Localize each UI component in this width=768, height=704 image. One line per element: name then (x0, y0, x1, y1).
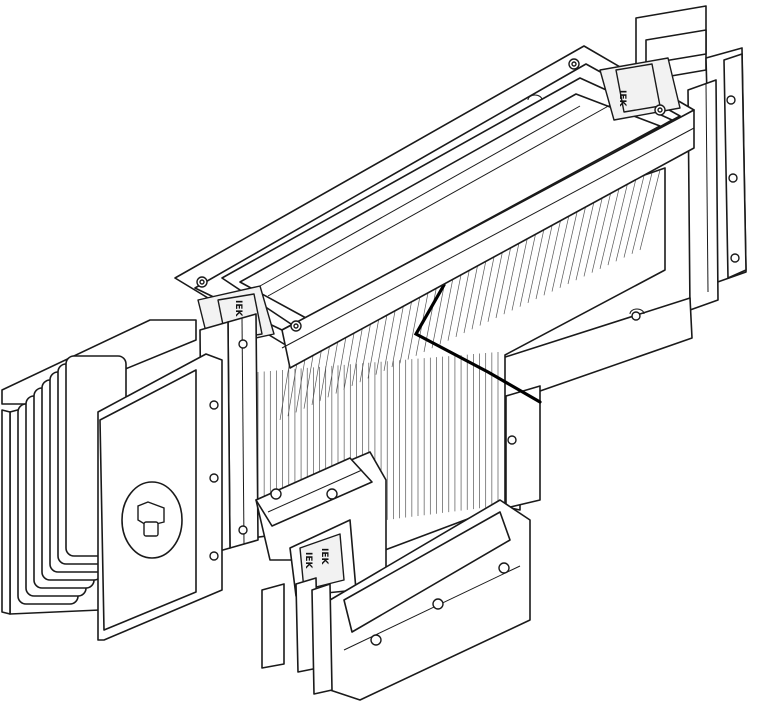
bottom-tap-off: IEK IEK (255, 451, 531, 701)
iek-mark-top-left: IEK (233, 300, 243, 317)
iek-mark-bottom-b: IEK (319, 548, 329, 565)
left-end-conductors (1, 319, 223, 641)
top-tray-frame: IEK IEK (174, 45, 695, 369)
iek-mark-top-right: IEK (617, 90, 627, 107)
iek-mark-bottom-a: IEK (303, 552, 313, 569)
